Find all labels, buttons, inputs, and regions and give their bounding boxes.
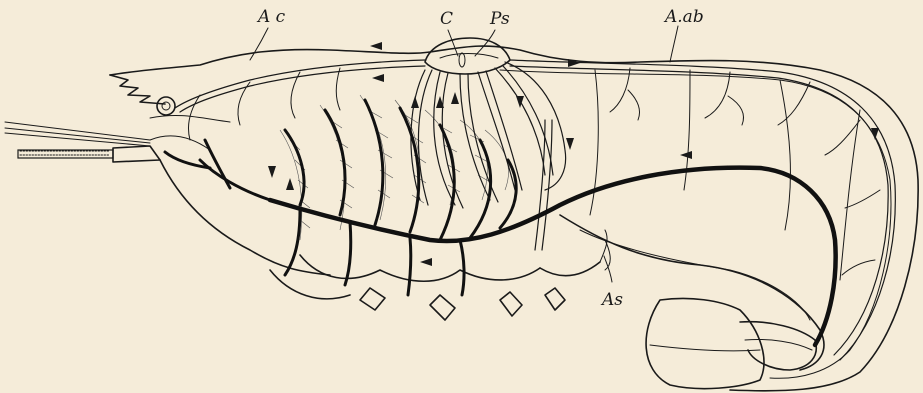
label-anterior-artery: A c xyxy=(256,7,286,27)
anterior-artery xyxy=(175,60,425,140)
label-heart: C xyxy=(440,9,453,29)
appendages xyxy=(270,230,610,320)
tail-fan xyxy=(646,298,816,388)
dorsal-abdominal-artery xyxy=(510,60,895,360)
body-outline xyxy=(110,46,918,391)
branchio-cardiac-canals xyxy=(411,62,566,208)
label-pericardial-sinus: Ps xyxy=(489,9,510,29)
label-dorsal-abdominal-artery: A.ab xyxy=(663,7,704,27)
flow-arrows xyxy=(268,42,879,266)
label-sternal-artery: As xyxy=(600,290,623,310)
heart xyxy=(425,38,510,74)
gills xyxy=(280,95,508,240)
antennae xyxy=(5,122,160,162)
